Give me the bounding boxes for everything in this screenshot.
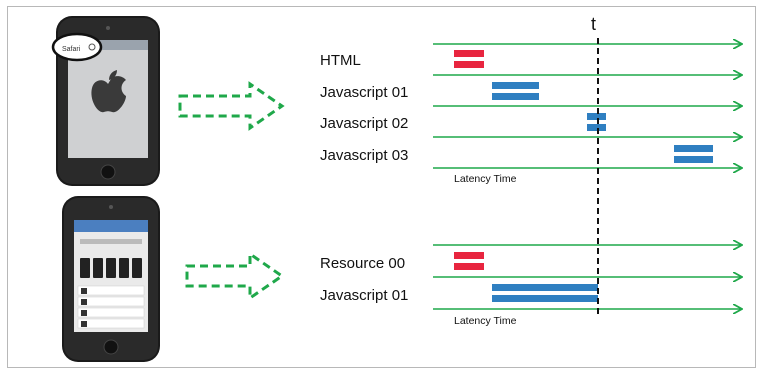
- figure-frame: [7, 6, 756, 368]
- latency-time-label-top: Latency Time: [454, 173, 517, 185]
- bar-javascript-01-top: [492, 82, 539, 100]
- row-label-javascript-01-bottom: Javascript 01: [320, 287, 409, 304]
- phone-app-store-icon: [62, 196, 160, 362]
- dashed-arrow-icon: [178, 81, 285, 131]
- row-label-resource-00: Resource 00: [320, 255, 406, 272]
- row-label-javascript-02: Javascript 02: [320, 115, 409, 132]
- row-label-javascript-01: Javascript 01: [320, 84, 409, 101]
- time-marker-label: t: [591, 14, 597, 34]
- bar-javascript-03: [674, 145, 713, 163]
- bar-resource-00: [454, 252, 484, 270]
- row-label-html: HTML: [320, 52, 361, 69]
- bar-javascript-01-bottom: [492, 284, 598, 302]
- bar-javascript-02: [587, 113, 606, 131]
- dashed-arrow-icon: [185, 251, 285, 301]
- svg-text:Safari: Safari: [62, 46, 81, 53]
- timeline-lines-top: [433, 44, 741, 168]
- timeline-lines-bottom: [433, 245, 741, 309]
- latency-time-label-bottom: Latency Time: [454, 315, 517, 327]
- bar-html: [454, 50, 484, 68]
- row-label-javascript-03: Javascript 03: [320, 147, 409, 164]
- phone-apple-logo-icon: Safari: [51, 16, 160, 186]
